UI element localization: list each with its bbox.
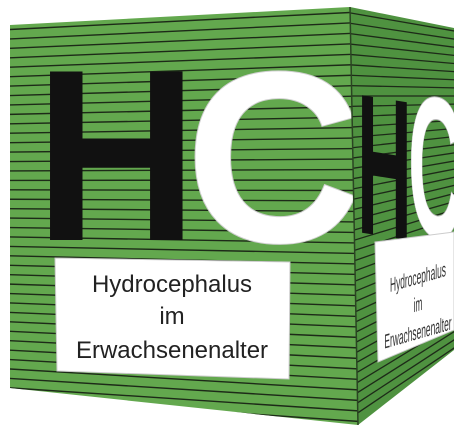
side-stripe	[350, 151, 454, 171]
front-letter-h: H	[35, 18, 198, 292]
side-label: Hydrocephalus im Erwachsenenalter	[374, 231, 454, 363]
front-letter-c: C	[185, 20, 362, 294]
side-stripe	[350, 335, 454, 412]
front-stripe	[10, 126, 358, 135]
side-stripe	[350, 207, 454, 244]
front-stripe	[10, 189, 358, 192]
front-stripe	[10, 21, 358, 41]
side-stripe	[350, 111, 454, 118]
side-stripe	[350, 11, 454, 33]
front-stripe	[10, 116, 358, 125]
front-stripe	[10, 198, 358, 202]
front-stripe	[10, 158, 358, 163]
side-stripe	[350, 53, 454, 65]
front-stripe	[10, 42, 358, 59]
side-stripe	[350, 135, 454, 150]
side-stripe	[350, 191, 454, 223]
front-stripe	[10, 84, 358, 97]
cube-edge	[349, 6, 359, 425]
side-label-background	[374, 231, 454, 363]
side-stripe	[350, 159, 454, 181]
front-stripe	[10, 137, 358, 144]
front-stripe	[10, 11, 358, 31]
front-stripe	[10, 377, 358, 402]
front-stripe	[10, 63, 358, 78]
side-stripe	[350, 42, 454, 57]
side-stripe	[350, 21, 454, 41]
front-stripe	[10, 386, 358, 412]
front-face-stripes	[10, 11, 358, 423]
front-stripe	[10, 95, 358, 106]
side-stripe	[350, 63, 454, 73]
side-stripe	[350, 215, 454, 255]
side-stripe	[350, 343, 454, 423]
side-stripe	[350, 32, 454, 49]
front-stripe	[10, 207, 358, 213]
front-stripe	[10, 74, 358, 88]
cube-front-face: H C Hydrocephalus im Erwachsenenalter	[10, 7, 362, 425]
side-stripe	[350, 84, 454, 89]
side-stripe	[350, 127, 454, 139]
side-stripe	[350, 175, 454, 202]
side-stripe	[350, 327, 454, 402]
front-stripe	[10, 245, 358, 255]
front-label-background	[54, 257, 291, 380]
front-label-line-1: Hydrocephalus	[92, 271, 252, 298]
front-stripe	[10, 147, 358, 153]
side-stripe	[350, 199, 454, 234]
side-stripe	[350, 167, 454, 192]
front-stripe	[10, 168, 358, 172]
front-label-line-2: im	[159, 303, 184, 330]
front-stripe	[10, 105, 358, 116]
front-label: Hydrocephalus im Erwachsenenalter	[54, 257, 291, 380]
front-label-line-3: Erwachsenenalter	[76, 337, 268, 364]
front-stripe	[10, 53, 358, 69]
front-stripe	[10, 367, 358, 391]
side-label-line-2: im	[414, 293, 423, 318]
front-stripe	[10, 217, 358, 223]
cube-side-face: H C Hydrocephalus im Erwachsenenalter	[350, 7, 454, 425]
front-stripe	[10, 32, 358, 50]
side-stripe	[350, 119, 454, 129]
side-stripe	[350, 183, 454, 213]
side-stripe	[350, 143, 454, 160]
side-stripe	[350, 103, 454, 108]
front-stripe	[10, 226, 358, 234]
front-stripe	[10, 236, 358, 244]
side-stripe	[350, 74, 454, 81]
